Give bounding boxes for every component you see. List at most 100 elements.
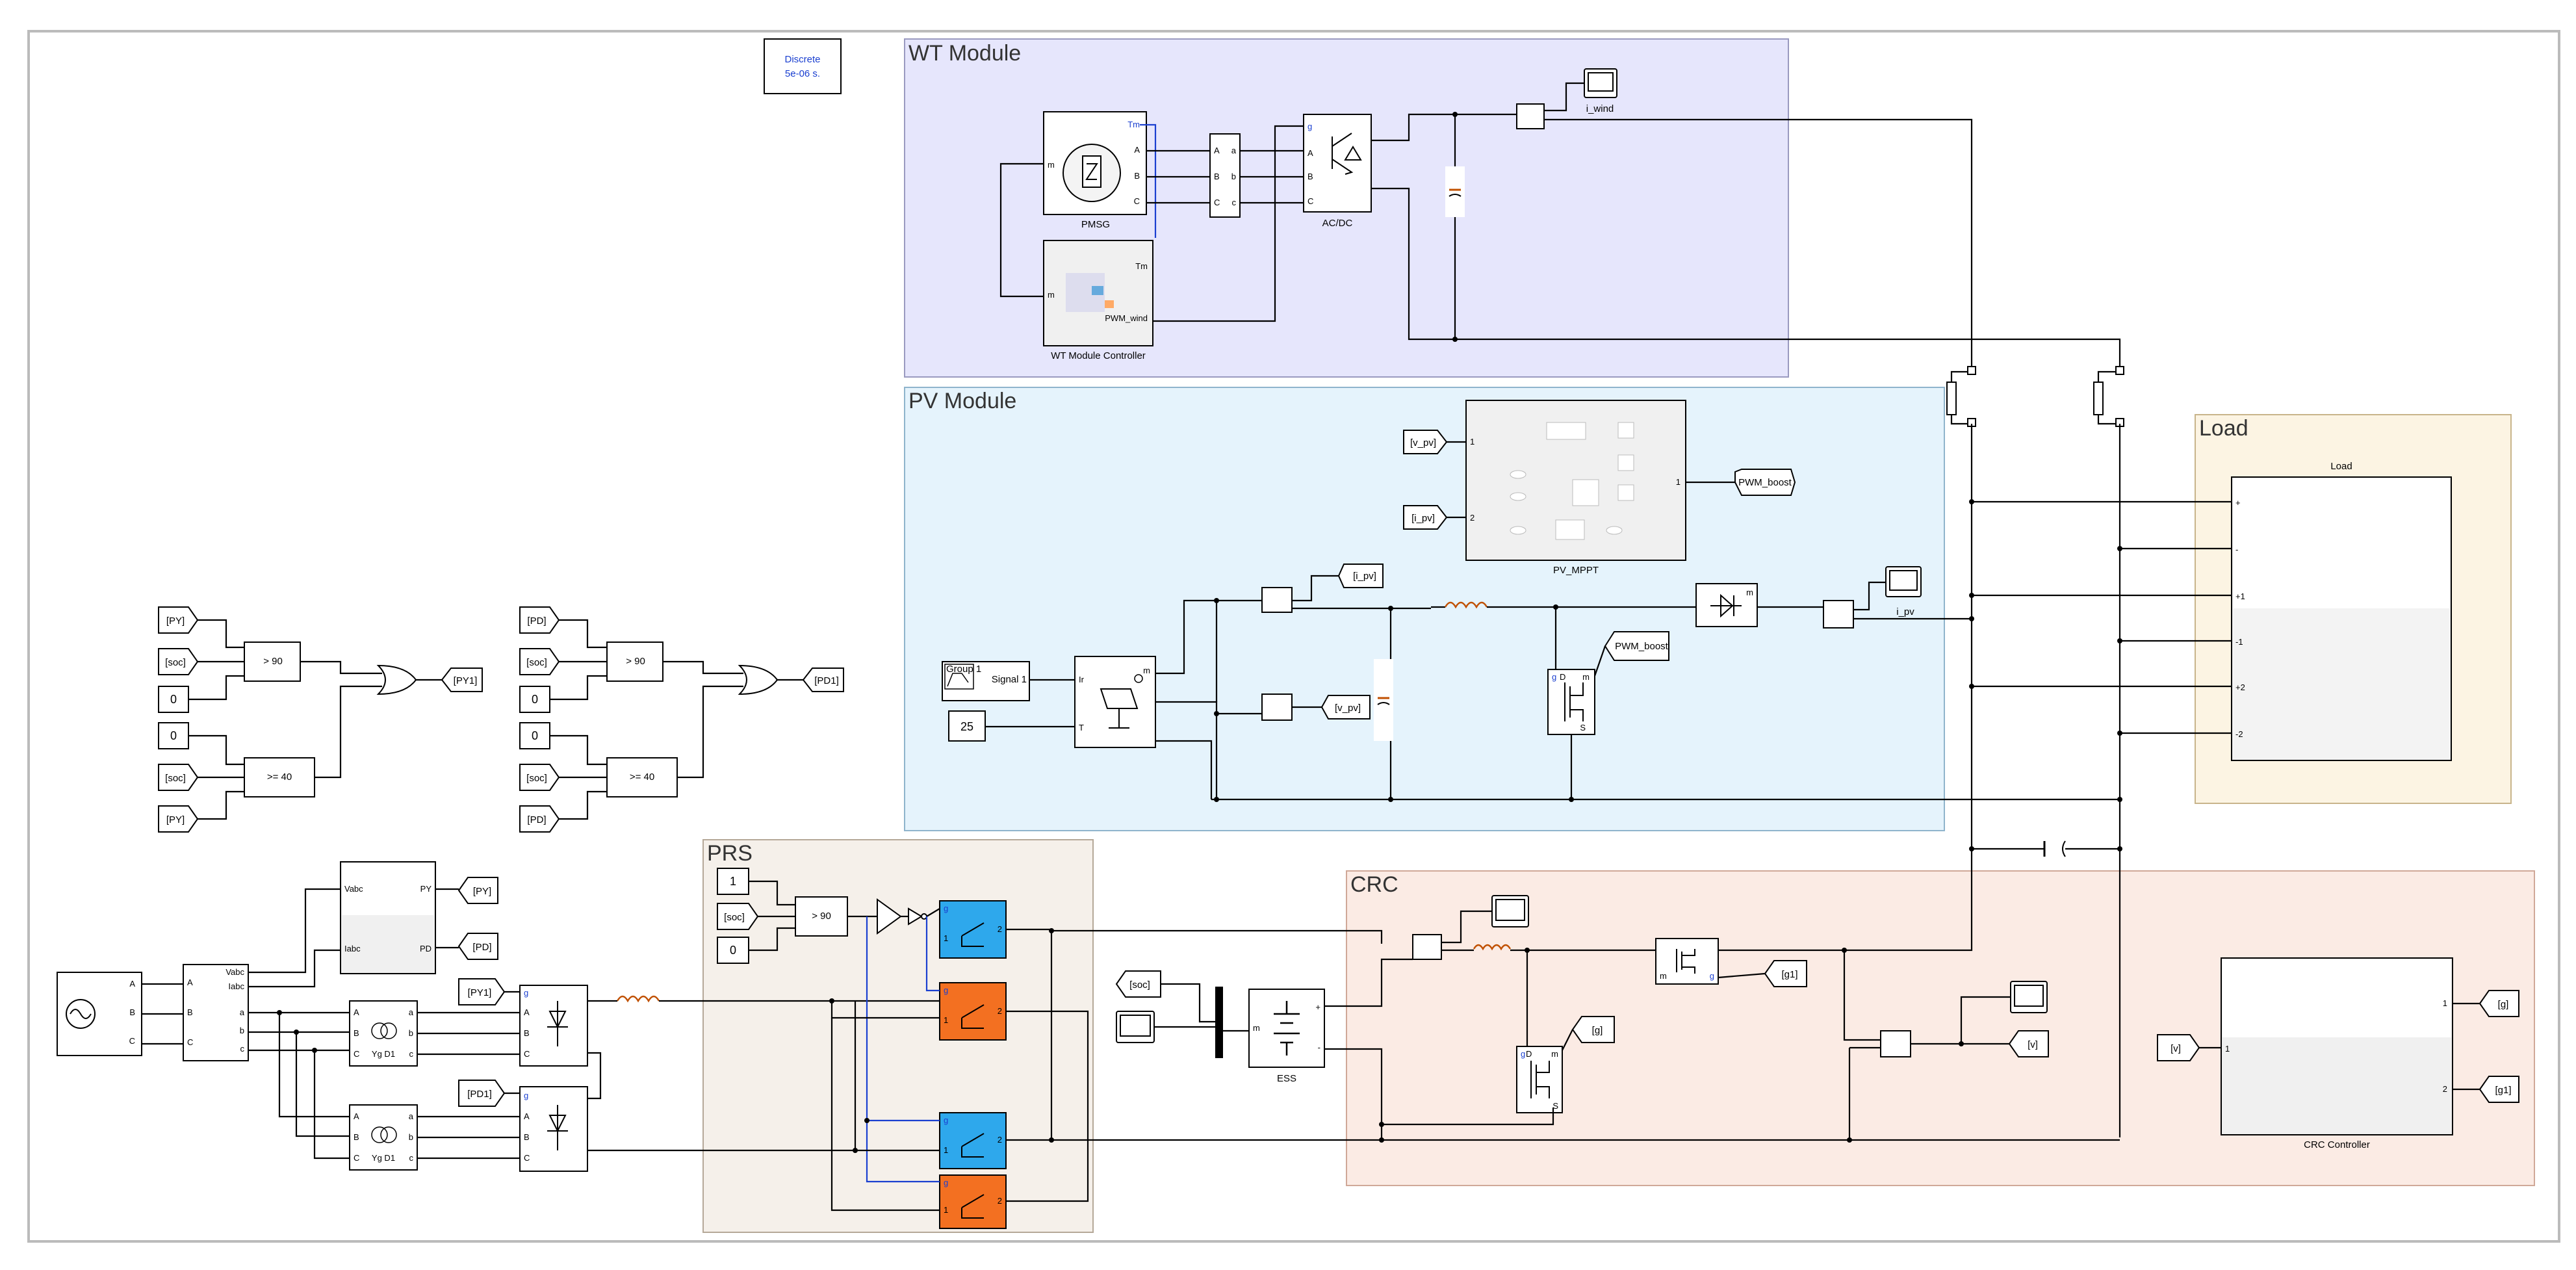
crc-goto-g1[interactable]: [g1] <box>2479 1076 2519 1103</box>
crc-inductor[interactable] <box>1473 944 1512 951</box>
rectifier-2[interactable]: g A B C <box>519 1086 588 1172</box>
logic2-switch-40[interactable]: >= 40 <box>606 757 678 797</box>
logic2-const-0b[interactable]: 0 <box>519 722 550 749</box>
i-pv-scope[interactable]: i_pv <box>1885 566 1922 617</box>
crc-voltage-meas[interactable] <box>1880 1030 1911 1057</box>
area-prs[interactable]: PRS <box>702 839 1094 1233</box>
vi-port-b: B <box>187 1007 193 1017</box>
powergui-solver-block[interactable]: Discrete 5e-06 s. <box>764 38 842 94</box>
logic2-from-soc[interactable]: [soc] <box>519 648 560 675</box>
crc-bus-selector[interactable] <box>1215 987 1223 1058</box>
logic1-from-py[interactable]: [PY] <box>158 606 199 634</box>
crc-goto-v[interactable]: [v] <box>2008 1030 2049 1057</box>
transformer-2[interactable]: A B C a b c Yg D1 <box>349 1104 418 1171</box>
pv-array-block[interactable]: Ir T m <box>1074 656 1156 748</box>
goto-pd-tag[interactable]: [PD] <box>457 933 498 960</box>
pv-diode[interactable]: m <box>1695 583 1758 627</box>
crc-goto-soc[interactable]: [soc] <box>1115 970 1161 998</box>
pv-capacitor[interactable] <box>1374 659 1393 741</box>
wt-current-meas[interactable] <box>1516 103 1545 129</box>
logic2-or-gate[interactable] <box>738 664 779 695</box>
i-wind-scope[interactable]: i_wind <box>1584 68 1617 114</box>
grid-inductor[interactable] <box>616 995 660 1003</box>
logic1-switch-90[interactable]: > 90 <box>244 641 301 682</box>
wt-dc-capacitor[interactable] <box>1445 166 1465 217</box>
pv-current-meas[interactable] <box>1261 587 1293 613</box>
from-pd1-tag[interactable]: [PD1] <box>458 1080 506 1107</box>
logic2-out-text: [PD1] <box>814 675 839 686</box>
logic2-from-soc2[interactable]: [soc] <box>519 764 560 791</box>
ac-grid-source[interactable]: A B C <box>57 972 142 1056</box>
grid-vi-measurement[interactable]: A B C Vabc Iabc a b c <box>183 964 249 1061</box>
prs-switch-90[interactable]: > 90 <box>795 896 848 937</box>
pv-group-source[interactable]: Group 1 Signal 1 <box>942 661 1030 701</box>
transformer-1[interactable]: A B C a b c Yg D1 <box>349 1000 418 1067</box>
logic2-const-0[interactable]: 0 <box>519 686 550 713</box>
crc-goto-g[interactable]: [g] <box>2479 990 2519 1017</box>
logic2-from-pd2[interactable]: [PD] <box>519 805 560 833</box>
prs-breaker-1[interactable]: g 1 2 <box>939 900 1007 959</box>
logic1-from-soc2[interactable]: [soc] <box>158 764 199 791</box>
ess-battery[interactable]: m + - ESS <box>1248 989 1325 1084</box>
logic1-goto-py1[interactable]: [PY1] <box>441 667 483 692</box>
mppt-in1: 1 <box>1470 437 1475 447</box>
wt-measurement-block[interactable]: A B C a b c <box>1209 133 1241 218</box>
pv-output-meas[interactable] <box>1823 600 1854 629</box>
crc-v-scope[interactable] <box>2010 981 2048 1013</box>
prs-breaker-2[interactable]: g 1 2 <box>939 982 1007 1041</box>
crc-controller-block[interactable]: 1 1 2 CRC Controller <box>2221 957 2453 1150</box>
prs-const-0[interactable]: 0 <box>717 937 749 964</box>
crc-from-v[interactable]: [v] <box>2157 1034 2200 1061</box>
crc-from-g[interactable]: [g] <box>1571 1016 1615 1043</box>
rectifier-1[interactable]: g A B C <box>519 985 588 1067</box>
crc-from-g1[interactable]: [g1] <box>1764 960 1807 987</box>
logic1-or-gate[interactable] <box>376 664 417 695</box>
prs-const-1[interactable]: 1 <box>717 868 749 895</box>
pmsg-block[interactable]: Tm m A B C PMSG <box>1043 111 1147 230</box>
tr1-oa: a <box>409 1007 414 1017</box>
logic2-goto-pd1[interactable]: [PD1] <box>802 667 844 692</box>
from-pwm-boost-tag[interactable]: PWM_boost <box>1604 631 1669 661</box>
series-resistor-1[interactable] <box>1946 366 1976 427</box>
from-py1-tag[interactable]: [PY1] <box>458 978 506 1005</box>
logic1-switch-40[interactable]: >= 40 <box>244 757 315 797</box>
prs-from-soc[interactable]: [soc] <box>717 903 759 930</box>
logic2-from-pd[interactable]: [PD] <box>519 606 560 634</box>
series-resistor-2[interactable] <box>2093 366 2124 427</box>
crc-current-meas[interactable] <box>1412 934 1442 960</box>
pv-boost-mosfet[interactable]: g m D S <box>1547 669 1595 735</box>
wt-controller-block[interactable]: Tm m PWM_wind WT Module Controller <box>1043 240 1153 361</box>
crc-ess-scope[interactable] <box>1116 1011 1155 1043</box>
goto-py-tag[interactable]: [PY] <box>457 877 498 904</box>
goto-pwm-boost-tag[interactable]: PWM_boost <box>1734 469 1796 496</box>
logic1-const-0[interactable]: 0 <box>158 686 189 713</box>
grid-pll-block[interactable]: Vabc Iabc PY PD <box>340 861 436 974</box>
crc-upper-switch[interactable]: m g <box>1655 938 1719 985</box>
pv-mppt-block[interactable]: 1 2 1 PV_MPPT <box>1465 400 1686 576</box>
logic1-from-py2[interactable]: [PY] <box>158 805 199 833</box>
logic2-pd-text: [PD] <box>527 616 546 627</box>
load-block[interactable]: Load + - +1 -1 +2 -2 <box>2231 461 2452 761</box>
logic2-switch-90[interactable]: > 90 <box>606 641 663 682</box>
pv-inductor[interactable] <box>1431 601 1517 609</box>
from-ipv-tag[interactable]: [i_pv] <box>1403 505 1448 530</box>
crc-wires <box>1154 910 2480 1140</box>
logic1-from-soc[interactable]: [soc] <box>158 648 199 675</box>
acdc-converter-block[interactable]: g A B C AC/DC <box>1303 114 1372 229</box>
acdc-label: AC/DC <box>1322 218 1353 229</box>
goto-vpv-tag[interactable]: [v_pv] <box>1320 695 1371 719</box>
logic1-const-0b[interactable]: 0 <box>158 722 189 749</box>
crc-g-text: [g] <box>1592 1025 1603 1036</box>
crc-lower-switch[interactable]: g m D S <box>1516 1046 1563 1113</box>
pv-voltage-meas[interactable] <box>1261 693 1293 721</box>
pmsg-port-b: B <box>1134 171 1140 181</box>
from-vpv-tag[interactable]: [v_pv] <box>1403 430 1448 454</box>
pv-temperature-const[interactable]: 25 <box>948 710 986 742</box>
crc-lo-s: S <box>1552 1101 1558 1111</box>
crc-scope[interactable] <box>1491 895 1529 927</box>
prs-breaker-4[interactable]: g 1 2 <box>939 1174 1007 1229</box>
src-port-c: C <box>129 1036 135 1046</box>
dc-bus-capacitor[interactable] <box>2043 840 2066 857</box>
prs-breaker-3[interactable]: g 1 2 <box>939 1112 1007 1169</box>
goto-ipv-tag[interactable]: [i_pv] <box>1337 564 1384 588</box>
